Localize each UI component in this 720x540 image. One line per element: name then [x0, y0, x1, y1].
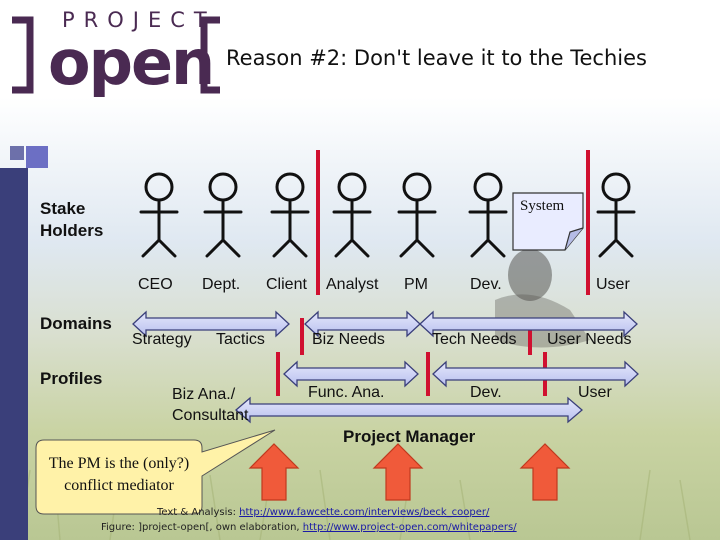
- logo-bracket-left: [12, 16, 34, 94]
- project-manager-label: Project Manager: [343, 427, 476, 446]
- footer-source-line: Text & Analysis: http://www.fawcette.com…: [157, 507, 489, 518]
- arrow-func-ana: [283, 360, 419, 388]
- stakeholder-label-user: User: [596, 276, 630, 293]
- stakeholder-label-client: Client: [266, 276, 307, 293]
- domain-label-tech-needs: Tech Needs: [432, 331, 517, 348]
- red-up-arrow: [372, 443, 424, 501]
- stick-figure-dept: [203, 172, 243, 258]
- logo-open-text: open: [48, 26, 215, 99]
- footer-source-link[interactable]: http://www.fawcette.com/interviews/beck_…: [239, 507, 490, 518]
- stakeholder-label-ceo: CEO: [138, 276, 173, 293]
- footer-figure-link[interactable]: http://www.project-open.com/whitepapers/: [302, 522, 517, 533]
- stick-figure-analyst: [332, 172, 372, 258]
- arrow-tech-user-needs: [419, 310, 638, 338]
- system-note: [512, 192, 584, 251]
- system-label: System: [520, 198, 565, 214]
- row-label-domains: Domains: [40, 314, 112, 333]
- stakeholder-label-analyst: Analyst: [326, 276, 379, 293]
- arrow-strategy-tactics: [132, 310, 290, 338]
- stick-figure-client: [270, 172, 310, 258]
- domain-label-biz-needs: Biz Needs: [312, 331, 385, 348]
- logo-bracket-right: [200, 16, 220, 94]
- callout-text: The PM is the (only?) conflict mediator: [48, 455, 190, 494]
- domain-label-user-needs: User Needs: [547, 331, 632, 348]
- footer-source-prefix: Text & Analysis:: [157, 507, 240, 518]
- row-label-profiles: Profiles: [40, 369, 103, 388]
- stick-figure-dev: [468, 172, 508, 258]
- callout-balloon: [35, 429, 276, 515]
- stakeholder-label-dept: Dept.: [202, 276, 241, 293]
- domain-label-tactics: Tactics: [216, 331, 265, 348]
- stick-figure-ceo: [139, 172, 179, 258]
- profile-label-user: User: [578, 384, 612, 401]
- arrow-dev-user: [432, 360, 639, 388]
- logo-project-text: PROJECT: [62, 8, 216, 32]
- arrow-project-manager: [235, 396, 583, 424]
- footer-figure-prefix: Figure: ]project-open[, own elaboration,: [101, 522, 303, 533]
- stakeholder-label-dev: Dev.: [470, 276, 502, 293]
- profile-label-biz-ana: Biz Ana./ Consultant: [172, 386, 249, 424]
- stick-figure-pm: [397, 172, 437, 258]
- page-title: Reason #2: Don't leave it to the Techies: [226, 46, 647, 70]
- profile-label-dev: Dev.: [470, 384, 502, 401]
- profile-label-func-ana: Func. Ana.: [308, 384, 385, 401]
- red-up-arrow: [519, 443, 571, 501]
- stakeholder-label-pm: PM: [404, 276, 428, 293]
- stick-figure-user: [596, 172, 636, 258]
- red-up-arrow: [248, 443, 300, 501]
- domain-label-strategy: Strategy: [132, 331, 192, 348]
- footer-figure-line: Figure: ]project-open[, own elaboration,…: [101, 522, 517, 533]
